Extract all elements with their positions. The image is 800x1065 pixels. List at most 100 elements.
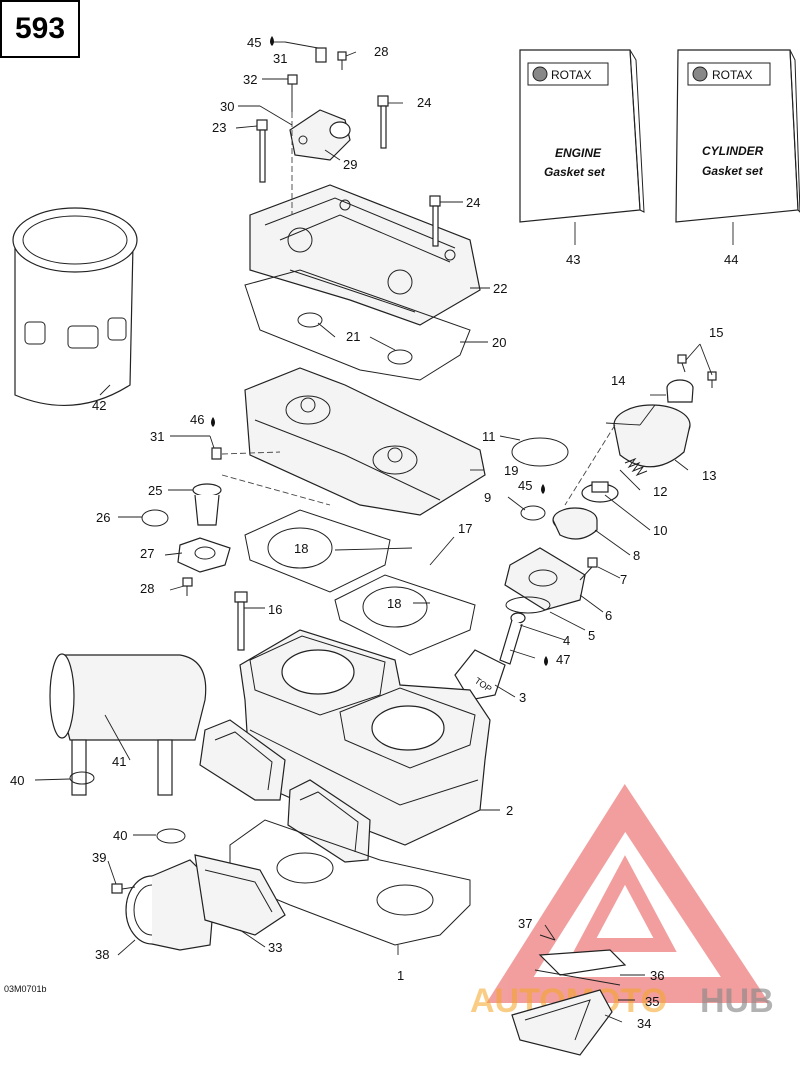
book-title: ENGINE — [555, 146, 602, 160]
callout: 40 — [10, 773, 24, 788]
oil-drop-icon — [211, 36, 548, 666]
rave-valve-blade: TOP — [454, 649, 506, 701]
callout: 1 — [397, 968, 404, 983]
bolts — [256, 51, 441, 247]
callout: 26 — [96, 510, 110, 525]
callout: 23 — [212, 120, 226, 135]
book-brand: ROTAX — [551, 68, 591, 82]
reed-valve-cage — [511, 989, 613, 1056]
callout: 39 — [92, 850, 106, 865]
cylinder-gasket-set-book: ROTAX CYLINDER Gasket set — [675, 49, 800, 223]
thermostat-housing — [289, 109, 351, 161]
callout: 32 — [243, 72, 257, 87]
o-ring-11 — [511, 437, 569, 467]
callout: 36 — [650, 968, 664, 983]
callout: 11 — [482, 429, 496, 444]
screw-39 — [111, 883, 136, 894]
o-ring — [141, 509, 169, 527]
watermark-text-hub: HUB — [700, 982, 774, 1020]
o-ring-9 — [520, 505, 546, 521]
callout: 38 — [95, 947, 109, 962]
callout: 16 — [268, 602, 282, 617]
screws-15 — [677, 354, 717, 388]
callout: 45 — [518, 478, 532, 493]
exhaust-manifold — [49, 653, 207, 796]
cylinder-block — [239, 629, 491, 846]
head-gasket — [244, 269, 471, 381]
callout: 2 — [506, 803, 513, 818]
book-subtitle: Gasket set — [702, 164, 764, 178]
callout: 27 — [140, 546, 154, 561]
book-subtitle: Gasket set — [544, 165, 606, 179]
callout: 43 — [566, 252, 580, 267]
drawing-code: 03M0701b — [4, 984, 47, 994]
callout: 28 — [374, 44, 388, 59]
callout: 29 — [343, 157, 357, 172]
hose-clamp — [69, 771, 186, 844]
callout: 6 — [605, 608, 612, 623]
assembly-lines — [221, 112, 616, 506]
leader-lines — [34, 41, 713, 1023]
callout: 37 — [518, 916, 532, 931]
valve-stem — [499, 612, 526, 665]
rave-valve-cap — [666, 379, 694, 403]
thermostat — [192, 483, 222, 526]
book-brand: ROTAX — [712, 68, 752, 82]
callout: 17 — [458, 521, 472, 536]
long-bolt — [234, 591, 248, 651]
callout-labels: 1 2 3 4 5 6 7 8 9 10 11 12 13 14 15 16 1… — [10, 35, 738, 1031]
reed-valve-intake — [199, 719, 371, 863]
callout: 45 — [247, 35, 261, 50]
rave-valve-cover — [613, 404, 691, 468]
cylinder-head — [244, 367, 486, 516]
callout: 3 — [519, 690, 526, 705]
callout: 13 — [702, 468, 716, 483]
callout: 30 — [220, 99, 234, 114]
callout: 14 — [611, 373, 625, 388]
callout: 28 — [140, 581, 154, 596]
callout: 35 — [645, 994, 659, 1009]
callout: 31 — [273, 51, 287, 66]
callout: 9 — [484, 490, 491, 505]
callout: 18 — [387, 596, 401, 611]
callout: 33 — [268, 940, 282, 955]
callout: 4 — [563, 633, 570, 648]
callout: 10 — [653, 523, 667, 538]
callout: 34 — [637, 1016, 651, 1031]
callout: 41 — [112, 754, 126, 769]
screw — [182, 577, 193, 596]
gasket-5 — [505, 596, 551, 614]
screw-7 — [579, 557, 598, 581]
callout: 24 — [466, 195, 480, 210]
callout: 20 — [492, 335, 506, 350]
callout: 44 — [724, 252, 738, 267]
callout: 7 — [620, 572, 627, 587]
callout: 15 — [709, 325, 723, 340]
plug-screw — [211, 447, 222, 460]
callout: 24 — [417, 95, 431, 110]
cylinder-head-gaskets — [244, 509, 476, 656]
reed-block — [194, 854, 286, 936]
piston-valve — [581, 481, 619, 503]
callout: 12 — [653, 484, 667, 499]
callout: 40 — [113, 828, 127, 843]
callout: 31 — [150, 429, 164, 444]
callout: 19 — [504, 463, 518, 478]
book-title: CYLINDER — [702, 144, 764, 158]
callout: 25 — [148, 483, 162, 498]
callout: 42 — [92, 398, 106, 413]
callout: 8 — [633, 548, 640, 563]
callout: 22 — [493, 281, 507, 296]
plug-screw — [315, 47, 327, 63]
callout: 47 — [556, 652, 570, 667]
callout: 5 — [588, 628, 595, 643]
engine-gasket-set-book: ROTAX ENGINE Gasket set — [519, 49, 645, 223]
reed-petals — [534, 934, 627, 986]
callout: 46 — [190, 412, 204, 427]
valve-base — [504, 547, 586, 611]
thermostat-cover — [177, 537, 231, 573]
spring — [624, 457, 648, 477]
cylinder-head-cover — [249, 184, 481, 326]
cylinder-sleeve — [12, 207, 138, 407]
